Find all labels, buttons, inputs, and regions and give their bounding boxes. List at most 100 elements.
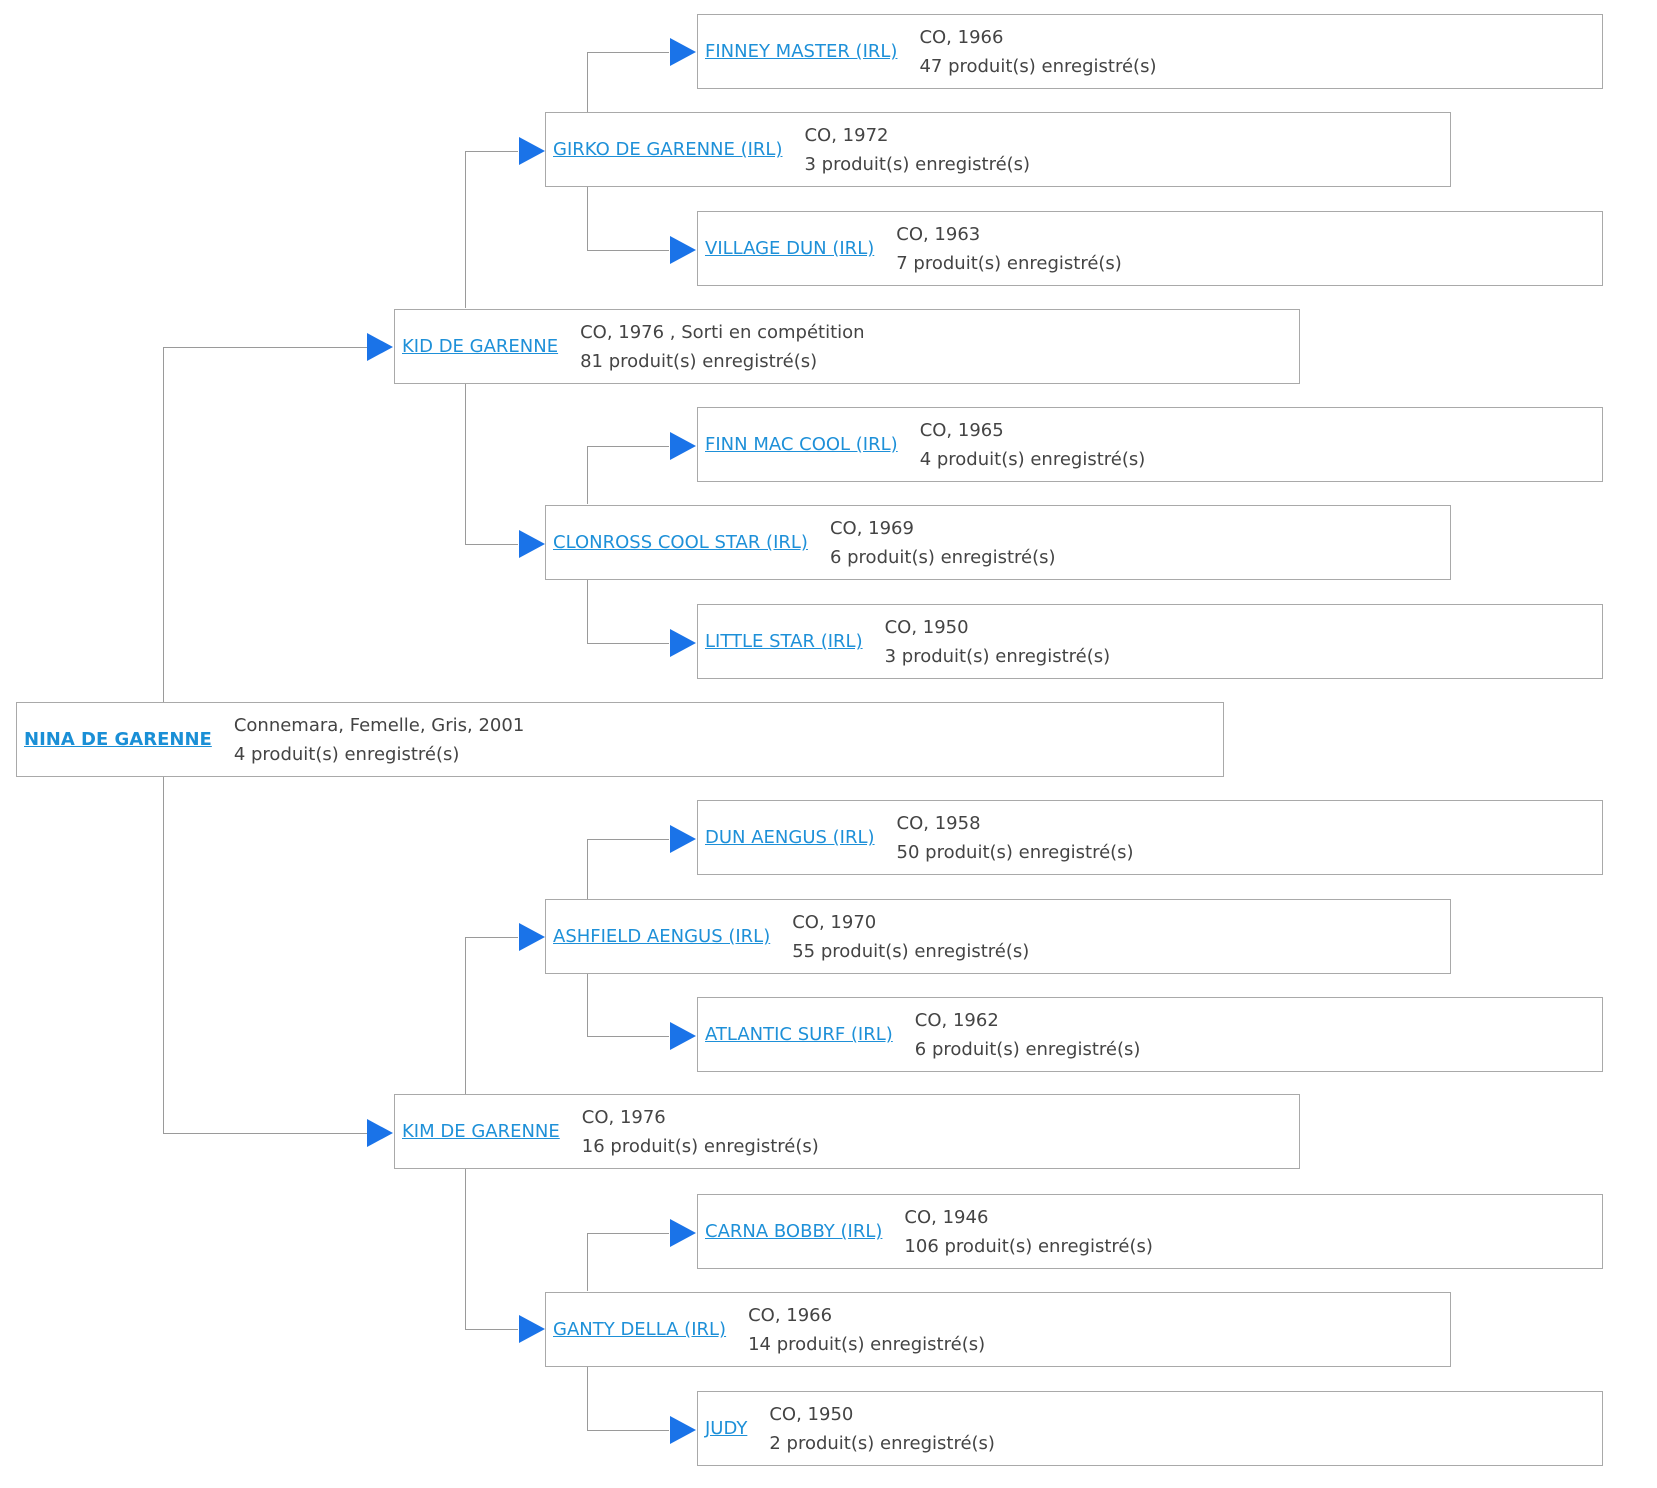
horse-offspring-count: 14 produit(s) enregistré(s): [748, 1333, 986, 1355]
connector: [587, 839, 588, 899]
arrow-right-icon: [670, 432, 696, 460]
connector: [465, 1329, 518, 1330]
arrow-right-icon: [670, 1219, 696, 1247]
horse-name-link[interactable]: DUN AENGUS (IRL): [705, 827, 875, 848]
connector: [587, 839, 669, 840]
horse-details: CO, 1965: [919, 419, 1004, 441]
connector: [587, 643, 669, 644]
horse-node-root: NINA DE GARENNE Connemara, Femelle, Gris…: [16, 702, 1224, 777]
horse-offspring-count: 55 produit(s) enregistré(s): [792, 940, 1030, 962]
horse-name-link[interactable]: KID DE GARENNE: [402, 336, 559, 357]
arrow-right-icon: [670, 236, 696, 264]
horse-node-ds-sire: DUN AENGUS (IRL) CO, 1958 50 produit(s) …: [697, 800, 1603, 875]
connector: [587, 52, 669, 53]
connector: [587, 1233, 588, 1291]
horse-name-link[interactable]: LITTLE STAR (IRL): [705, 631, 863, 652]
horse-node-sire: KID DE GARENNE CO, 1976 , Sorti en compé…: [394, 309, 1300, 384]
horse-info: CO, 1969 6 produit(s) enregistré(s): [830, 514, 1056, 572]
arrow-right-icon: [519, 923, 545, 951]
horse-details: CO, 1976: [581, 1106, 666, 1128]
horse-offspring-count: 106 produit(s) enregistré(s): [904, 1235, 1153, 1257]
horse-offspring-count: 50 produit(s) enregistré(s): [896, 841, 1134, 863]
horse-offspring-count: 7 produit(s) enregistré(s): [896, 252, 1122, 274]
horse-offspring-count: 3 produit(s) enregistré(s): [804, 153, 1031, 175]
connector: [587, 974, 588, 1036]
arrow-right-icon: [670, 38, 696, 66]
arrow-right-icon: [367, 1119, 393, 1147]
arrow-right-icon: [670, 1022, 696, 1050]
connector: [587, 250, 669, 251]
connector: [163, 1133, 368, 1134]
horse-details: CO, 1946: [904, 1206, 989, 1228]
horse-name-link[interactable]: GANTY DELLA (IRL): [553, 1319, 727, 1340]
connector: [587, 1233, 669, 1234]
horse-offspring-count: 6 produit(s) enregistré(s): [829, 546, 1056, 568]
horse-details: CO, 1950: [884, 616, 969, 638]
horse-node-dd-sire: CARNA BOBBY (IRL) CO, 1946 106 produit(s…: [697, 1194, 1603, 1269]
connector: [465, 383, 466, 544]
connector: [587, 1036, 669, 1037]
horse-name-link[interactable]: KIM DE GARENNE: [402, 1121, 560, 1142]
horse-name-link[interactable]: ATLANTIC SURF (IRL): [705, 1024, 893, 1045]
horse-node-sire-sire: GIRKO DE GARENNE (IRL) CO, 1972 3 produi…: [545, 112, 1451, 187]
horse-info: CO, 1950 2 produit(s) enregistré(s): [769, 1400, 995, 1458]
horse-offspring-count: 3 produit(s) enregistré(s): [884, 645, 1111, 667]
connector: [587, 446, 588, 504]
horse-name-link[interactable]: GIRKO DE GARENNE (IRL): [553, 139, 783, 160]
connector: [465, 151, 518, 152]
connector: [587, 52, 588, 112]
horse-name-link[interactable]: FINNEY MASTER (IRL): [705, 41, 898, 62]
horse-info: CO, 1965 4 produit(s) enregistré(s): [920, 416, 1146, 474]
connector: [163, 347, 368, 348]
connector: [465, 937, 518, 938]
horse-node-dam: KIM DE GARENNE CO, 1976 16 produit(s) en…: [394, 1094, 1300, 1169]
horse-details: CO, 1966: [919, 26, 1004, 48]
horse-node-dam-sire: ASHFIELD AENGUS (IRL) CO, 1970 55 produi…: [545, 899, 1451, 974]
horse-info: CO, 1976 16 produit(s) enregistré(s): [582, 1103, 819, 1161]
horse-info: CO, 1950 3 produit(s) enregistré(s): [885, 613, 1111, 671]
horse-offspring-count: 4 produit(s) enregistré(s): [233, 743, 460, 765]
horse-node-ss-sire: FINNEY MASTER (IRL) CO, 1966 47 produit(…: [697, 14, 1603, 89]
connector: [587, 446, 669, 447]
horse-name-link[interactable]: NINA DE GARENNE: [24, 729, 212, 750]
connector: [587, 580, 588, 643]
connector: [465, 151, 466, 308]
horse-details: CO, 1962: [914, 1009, 999, 1031]
horse-name-link[interactable]: ASHFIELD AENGUS (IRL): [553, 926, 771, 947]
horse-info: CO, 1970 55 produit(s) enregistré(s): [792, 908, 1029, 966]
horse-offspring-count: 81 produit(s) enregistré(s): [580, 350, 818, 372]
connector: [465, 937, 466, 1094]
horse-node-sire-dam: CLONROSS COOL STAR (IRL) CO, 1969 6 prod…: [545, 505, 1451, 580]
horse-details: CO, 1966: [748, 1304, 833, 1326]
horse-node-ds-dam: ATLANTIC SURF (IRL) CO, 1962 6 produit(s…: [697, 997, 1603, 1072]
connector: [587, 187, 588, 250]
horse-offspring-count: 4 produit(s) enregistré(s): [919, 448, 1146, 470]
horse-offspring-count: 6 produit(s) enregistré(s): [914, 1038, 1141, 1060]
horse-name-link[interactable]: CLONROSS COOL STAR (IRL): [553, 532, 808, 553]
horse-info: CO, 1958 50 produit(s) enregistré(s): [897, 809, 1134, 867]
horse-info: CO, 1966 14 produit(s) enregistré(s): [748, 1301, 985, 1359]
horse-details: CO, 1969: [829, 517, 914, 539]
horse-info: CO, 1972 3 produit(s) enregistré(s): [804, 121, 1030, 179]
horse-name-link[interactable]: CARNA BOBBY (IRL): [705, 1221, 883, 1242]
horse-node-dam-dam: GANTY DELLA (IRL) CO, 1966 14 produit(s)…: [545, 1292, 1451, 1367]
horse-info: CO, 1966 47 produit(s) enregistré(s): [919, 23, 1156, 81]
horse-details: CO, 1963: [896, 223, 981, 245]
connector: [163, 777, 164, 1133]
horse-details: CO, 1970: [792, 911, 877, 933]
horse-info: CO, 1962 6 produit(s) enregistré(s): [915, 1006, 1141, 1064]
connector: [587, 1430, 669, 1431]
arrow-right-icon: [367, 333, 393, 361]
horse-offspring-count: 2 produit(s) enregistré(s): [769, 1432, 995, 1454]
horse-name-link[interactable]: JUDY: [705, 1418, 748, 1439]
connector: [465, 1169, 466, 1329]
horse-name-link[interactable]: FINN MAC COOL (IRL): [705, 434, 898, 455]
horse-details: CO, 1976 , Sorti en compétition: [580, 321, 865, 343]
horse-info: CO, 1946 106 produit(s) enregistré(s): [904, 1203, 1152, 1261]
horse-offspring-count: 16 produit(s) enregistré(s): [581, 1135, 819, 1157]
horse-details: CO, 1958: [896, 812, 981, 834]
horse-node-sd-sire: FINN MAC COOL (IRL) CO, 1965 4 produit(s…: [697, 407, 1603, 482]
arrow-right-icon: [670, 825, 696, 853]
horse-name-link[interactable]: VILLAGE DUN (IRL): [705, 238, 875, 259]
